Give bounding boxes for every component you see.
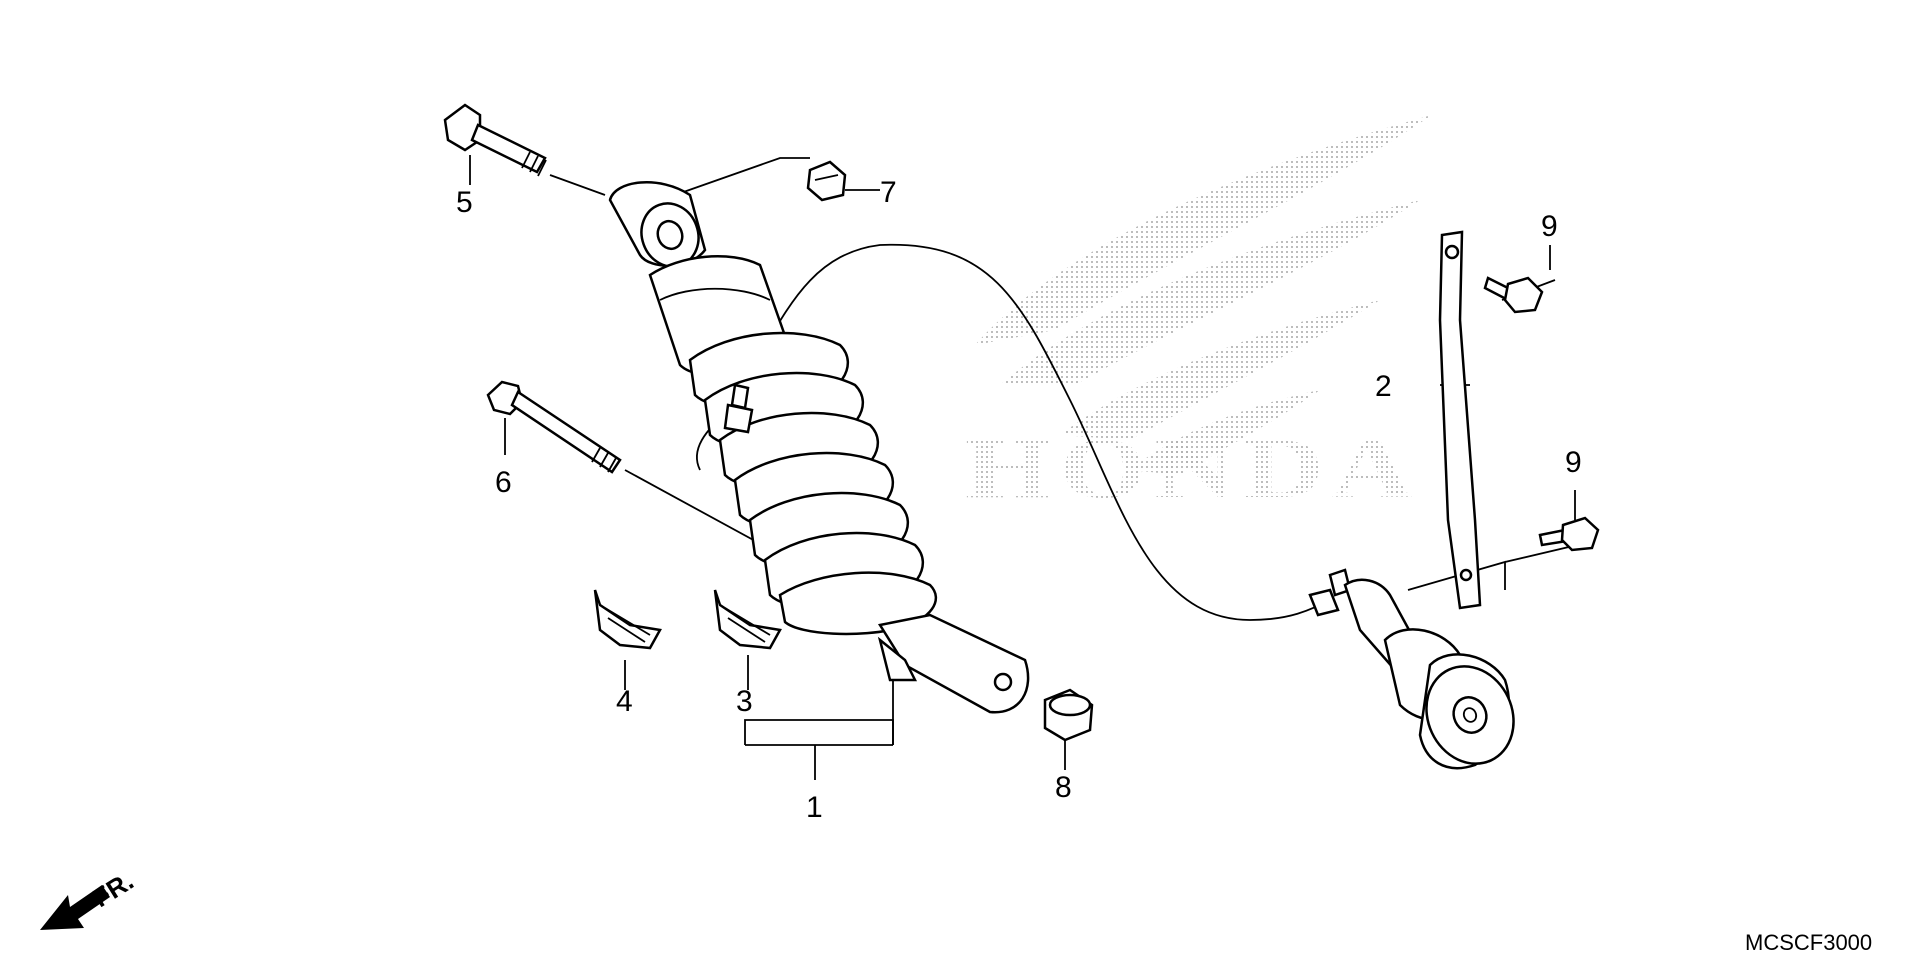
callout-4: 4 xyxy=(616,685,633,718)
callout-6: 6 xyxy=(495,466,512,499)
remote-preload-adjuster xyxy=(1308,568,1515,770)
lower-mount-bolt xyxy=(486,380,622,474)
leader-lines xyxy=(469,155,1591,780)
upper-mount-bolt xyxy=(443,103,547,177)
callout-5: 5 xyxy=(456,186,473,219)
front-direction-arrow: FR. xyxy=(40,865,139,930)
callout-8: 8 xyxy=(1055,771,1072,804)
upper-nut xyxy=(806,160,847,202)
callout-7: 7 xyxy=(880,176,897,209)
label-part-3 xyxy=(713,589,782,650)
adjuster-bracket xyxy=(1438,230,1482,610)
diagram-code: MCSCF3000 xyxy=(1745,930,1872,955)
lower-nut xyxy=(1043,688,1094,742)
bracket-bolt-upper xyxy=(1483,276,1544,314)
callout-1: 1 xyxy=(806,791,823,824)
bracket-bolt-lower xyxy=(1538,516,1600,552)
honda-wing-watermark: HONDA xyxy=(965,115,1432,516)
honda-watermark-text: HONDA xyxy=(965,420,1420,516)
callout-2: 2 xyxy=(1375,370,1392,403)
rear-shock-absorber xyxy=(608,181,1030,714)
callout-3: 3 xyxy=(736,685,753,718)
preload-hose xyxy=(734,243,1331,621)
callout-9-lower: 9 xyxy=(1565,446,1582,479)
label-part-4 xyxy=(593,589,662,650)
callout-9-upper: 9 xyxy=(1541,210,1558,243)
